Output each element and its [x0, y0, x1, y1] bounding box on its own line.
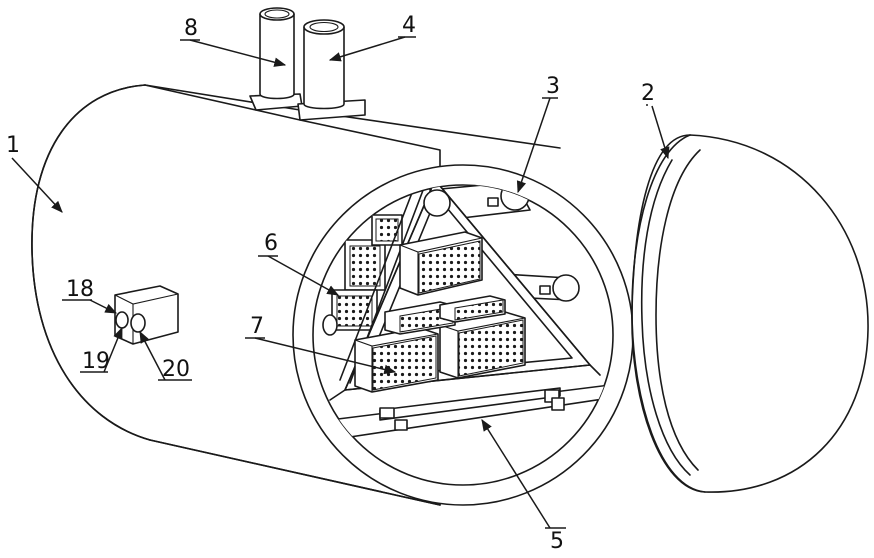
- knob-19: [116, 312, 128, 328]
- pipe-8: [250, 8, 302, 110]
- knob-20: [131, 314, 145, 332]
- svg-text:4: 4: [402, 13, 416, 38]
- svg-text:18: 18: [66, 277, 94, 302]
- svg-text:3: 3: [546, 74, 560, 99]
- basket-lower-left: [355, 328, 438, 392]
- svg-text:8: 8: [184, 16, 198, 41]
- control-box: [115, 286, 178, 344]
- svg-text:20: 20: [162, 357, 190, 382]
- pipe-4: [298, 20, 365, 120]
- svg-text:5: 5: [550, 529, 564, 554]
- side-fitting: [323, 315, 337, 335]
- label-3: 3: [518, 74, 560, 192]
- svg-text:7: 7: [250, 314, 264, 339]
- svg-text:19: 19: [82, 349, 110, 374]
- svg-text:2: 2: [641, 81, 655, 106]
- label-2: 2: [641, 81, 668, 158]
- svg-text:6: 6: [264, 231, 278, 256]
- tank-door: [632, 135, 868, 492]
- svg-text:1: 1: [6, 133, 20, 158]
